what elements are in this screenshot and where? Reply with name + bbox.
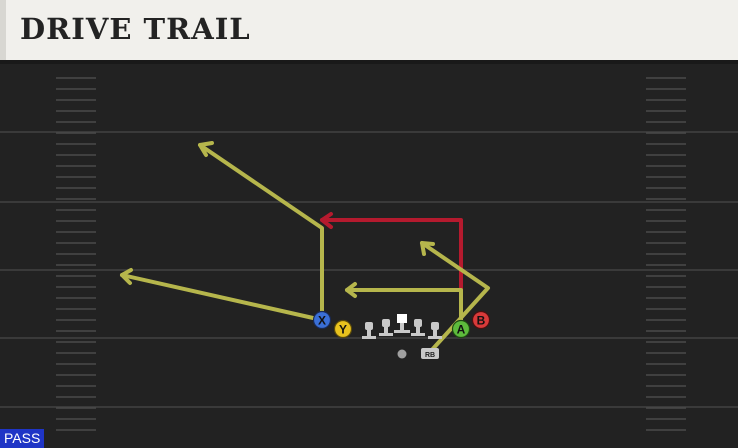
hash-marks <box>56 77 686 431</box>
running-back-label: RB <box>425 352 435 359</box>
route-a-drag <box>345 288 463 322</box>
offensive-line <box>362 314 442 339</box>
routes <box>120 141 490 354</box>
receiver-y-label: Y <box>339 323 347 337</box>
receiver-b-icon: B <box>471 310 491 330</box>
yard-lines <box>0 131 738 408</box>
play-type-badge: PASS <box>0 429 45 448</box>
lineman-icon <box>411 319 425 336</box>
arrow-head <box>320 212 333 229</box>
receiver-a-label: A <box>457 323 466 337</box>
route-rb-angle <box>420 241 490 354</box>
center-icon <box>394 314 410 333</box>
arrow-head <box>198 141 214 157</box>
receiver-y-icon: Y <box>333 319 353 339</box>
quarterback-icon <box>397 349 407 359</box>
lineman-icon <box>428 322 442 339</box>
route-y-flat <box>120 273 324 322</box>
arrow-head <box>345 282 357 298</box>
running-back-icon <box>421 348 439 359</box>
route-b-corner <box>320 218 463 322</box>
receiver-b-label: B <box>477 314 486 328</box>
receiver-x-icon: X <box>312 310 332 330</box>
receiver-x-label: X <box>318 314 326 328</box>
receiver-a-icon: A <box>451 319 471 339</box>
play-title: DRIVE TRAIL <box>20 12 251 46</box>
header-shadow <box>0 60 738 64</box>
arrow-head <box>420 241 435 256</box>
lineman-icon <box>379 319 393 336</box>
play-header: DRIVE TRAIL <box>0 0 738 60</box>
route-x-post <box>198 143 324 322</box>
lineman-icon <box>362 322 376 339</box>
arrow-head <box>120 268 133 285</box>
